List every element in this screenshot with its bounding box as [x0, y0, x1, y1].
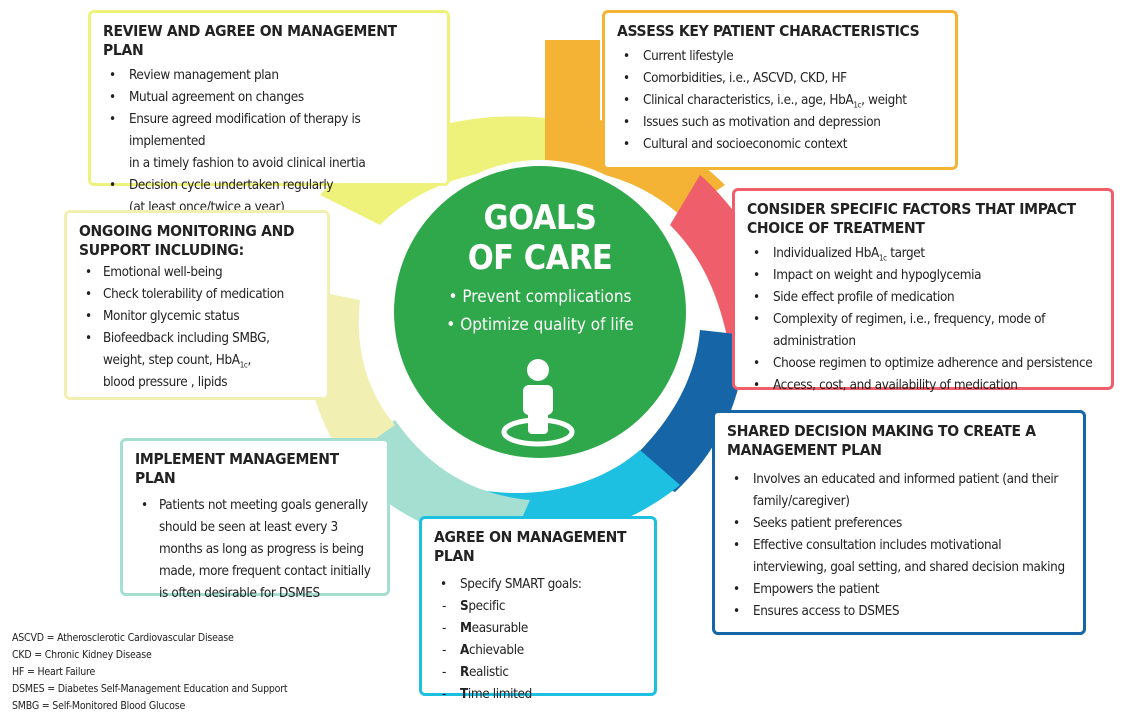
list-item: Cultural and socioeconomic context [617, 134, 945, 156]
list-item: Individualized HbA1c target [747, 243, 1101, 265]
list-item: Empowers the patient [727, 579, 1073, 601]
smart-goal-measurable: Measurable [434, 618, 644, 640]
list-item: Involves an educated and informed patien… [727, 469, 1073, 513]
review-box: REVIEW AND AGREE ON MANAGEMENT PLAN Revi… [88, 10, 450, 215]
list-item: Impact on weight and hypoglycemia [747, 265, 1101, 287]
agree-box: AGREE ON MANAGEMENT PLAN Specify SMART g… [419, 516, 657, 706]
list-item: Side effect profile of medication [747, 287, 1101, 309]
list-item: Clinical characteristics, i.e., age, HbA… [617, 90, 945, 112]
smart-goal-specific: Specific [434, 596, 644, 618]
list-item: Ensures access to DSMES [727, 601, 1073, 623]
list-item: Check tolerability of medication [79, 284, 317, 306]
implement-title: IMPLEMENT MANAGEMENT PLAN [135, 450, 339, 487]
list-item: Review management plan [103, 65, 437, 87]
person-on-target-icon [501, 359, 575, 447]
list-item: Monitor glycemic status [79, 306, 317, 328]
list-item: Emotional well-being [79, 262, 317, 284]
assess-box: ASSESS KEY PATIENT CHARACTERISTICS Curre… [602, 10, 958, 170]
list-item: Issues such as motivation and depression [617, 112, 945, 134]
list-item: Effective consultation includes motivati… [727, 535, 1073, 579]
list-item: Specify SMART goals: [434, 574, 644, 596]
smart-goal-achievable: Achievable [434, 640, 644, 662]
list-item: Ensure agreed modification of therapy is… [103, 109, 437, 175]
agree-title: AGREE ON MANAGEMENT PLAN [434, 528, 627, 565]
list-item: Choose regimen to optimize adherence and… [747, 353, 1101, 375]
goals-of-care-text: GOALS OF CARE • Prevent complications • … [390, 198, 690, 339]
footnote-ascvd: ASCVD = Atherosclerotic Cardiovascular D… [12, 632, 234, 644]
list-item: Comorbidities, i.e., ASCVD, CKD, HF [617, 68, 945, 90]
list-item: Current lifestyle [617, 46, 945, 68]
implement-box: IMPLEMENT MANAGEMENT PLAN Patients not m… [120, 438, 390, 601]
footnote-smbg: SMBG = Self-Monitored Blood Glucose [12, 700, 186, 712]
list-item: Seeks patient preferences [727, 513, 1073, 535]
abbreviations-legend: ASCVD = Atherosclerotic Cardiovascular D… [12, 630, 288, 715]
goals-title-line1: GOALS [483, 198, 597, 238]
footnote-hf: HF = Heart Failure [12, 666, 96, 678]
goal-prevent-complications: Prevent complications [462, 287, 632, 307]
footnote-dsmes: DSMES = Diabetes Self-Management Educati… [12, 683, 288, 695]
smart-goal-time-limited: Time limited [434, 684, 644, 706]
list-item: Biofeedback including SMBG,weight, step … [79, 328, 317, 394]
review-title: REVIEW AND AGREE ON MANAGEMENT PLAN [103, 22, 397, 59]
goals-title-line2: OF CARE [467, 238, 613, 278]
segment-shared [620, 330, 745, 492]
assess-title: ASSESS KEY PATIENT CHARACTERISTICS [617, 22, 920, 40]
list-item: Access, cost, and availability of medica… [747, 375, 1101, 397]
goal-optimize-quality: Optimize quality of life [460, 315, 634, 335]
footnote-ckd: CKD = Chronic Kidney Disease [12, 649, 152, 661]
list-item: Mutual agreement on changes [103, 87, 437, 109]
smart-goal-realistic: Realistic [434, 662, 644, 684]
list-item: Complexity of regimen, i.e., frequency, … [747, 309, 1101, 353]
list-item: Patients not meeting goals generally sho… [135, 495, 377, 605]
